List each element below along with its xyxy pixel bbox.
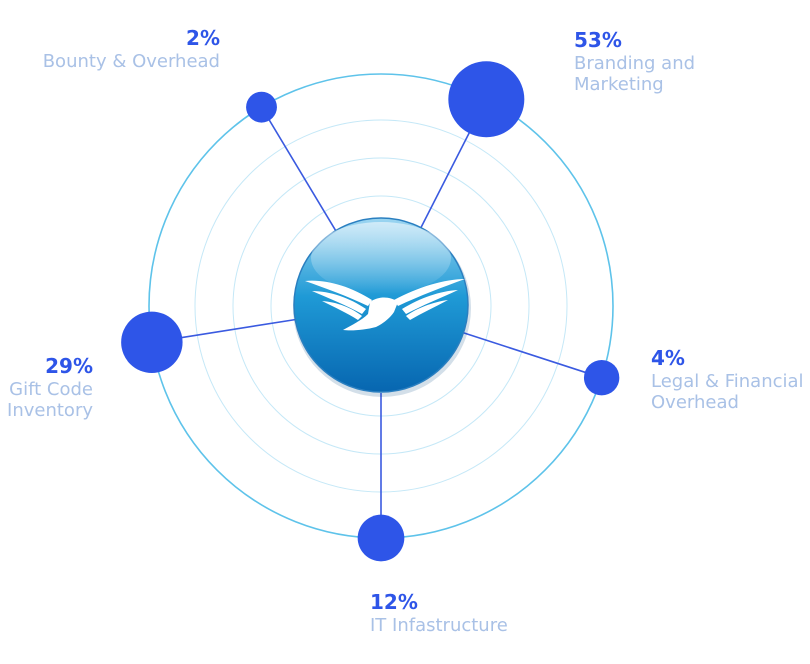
slice-name: Gift Code Inventory [7, 378, 93, 421]
slice-label-branding: 53% Branding and Marketing [574, 28, 724, 95]
slice-label-bounty: 2% Bounty & Overhead [20, 26, 220, 72]
slice-percent: 29% [45, 354, 93, 378]
slice-percent: 2% [186, 26, 220, 50]
connector-line [260, 106, 337, 232]
slice-node [357, 514, 405, 562]
hub [293, 217, 471, 397]
slice-label-legal: 4% Legal & Financial Overhead [651, 346, 809, 413]
hub-shine [311, 222, 451, 294]
slice-label-it: 12% IT Infastructure [370, 590, 508, 636]
slice-name: IT Infastructure [370, 614, 508, 636]
slice-percent: 4% [651, 346, 685, 370]
slice-node [246, 91, 277, 123]
slice-node [583, 359, 620, 396]
nodes [121, 61, 620, 562]
connector-line [463, 332, 602, 379]
slice-node [448, 61, 525, 138]
slice-percent: 12% [370, 590, 418, 614]
slice-label-giftcode: 29% Gift Code Inventory [0, 354, 93, 421]
slice-percent: 53% [574, 28, 622, 52]
slice-node [121, 311, 183, 374]
slice-name: Branding and Marketing [574, 52, 696, 95]
slice-name: Legal & Financial Overhead [651, 370, 804, 413]
eagle-icon [305, 279, 465, 331]
slice-name: Bounty & Overhead [42, 50, 220, 72]
